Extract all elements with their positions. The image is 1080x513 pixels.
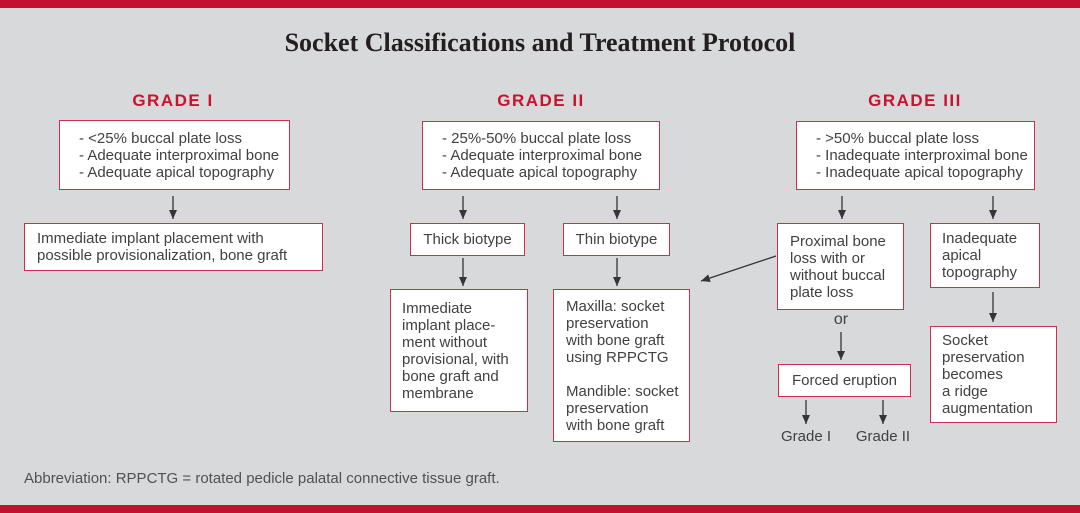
arrow-proximal-to-thin-treatment (700, 255, 777, 282)
thin-biotype-treatment-box: Maxilla: socket preservation with bone g… (553, 289, 690, 442)
grade2-criteria-box: - 25%-50% buccal plate loss - Adequate i… (422, 121, 660, 190)
thin-biotype-box: Thin biotype (563, 223, 670, 256)
grade1-treatment-box: Immediate implant placement with possibl… (24, 223, 323, 271)
bottom-red-bar (0, 505, 1080, 513)
outcome-grade2-label: Grade II (855, 428, 911, 445)
thick-biotype-box: Thick biotype (410, 223, 525, 256)
socket-preservation-box: Socket preservation becomes a ridge augm… (930, 326, 1057, 423)
grade2-header: GRADE II (497, 91, 585, 110)
or-label: or (833, 311, 849, 328)
grade3-header: GRADE III (868, 91, 962, 110)
forced-eruption-box: Forced eruption (778, 364, 911, 397)
proximal-bone-loss-box: Proximal bone loss with or without bucca… (777, 223, 904, 310)
thick-biotype-treatment-box: Immediate implant place- ment without pr… (390, 289, 528, 412)
top-red-bar (0, 0, 1080, 8)
figure-title: Socket Classifications and Treatment Pro… (284, 28, 796, 57)
outcome-grade1-label: Grade I (780, 428, 832, 445)
grade1-criteria-box: - <25% buccal plate loss - Adequate inte… (59, 120, 290, 190)
abbreviation-footnote: Abbreviation: RPPCTG = rotated pedicle p… (24, 470, 500, 487)
grade3-criteria-box: - >50% buccal plate loss - Inadequate in… (796, 121, 1035, 190)
inadequate-topography-box: Inadequate apical topography (930, 223, 1040, 288)
grade1-header: GRADE I (132, 91, 214, 110)
